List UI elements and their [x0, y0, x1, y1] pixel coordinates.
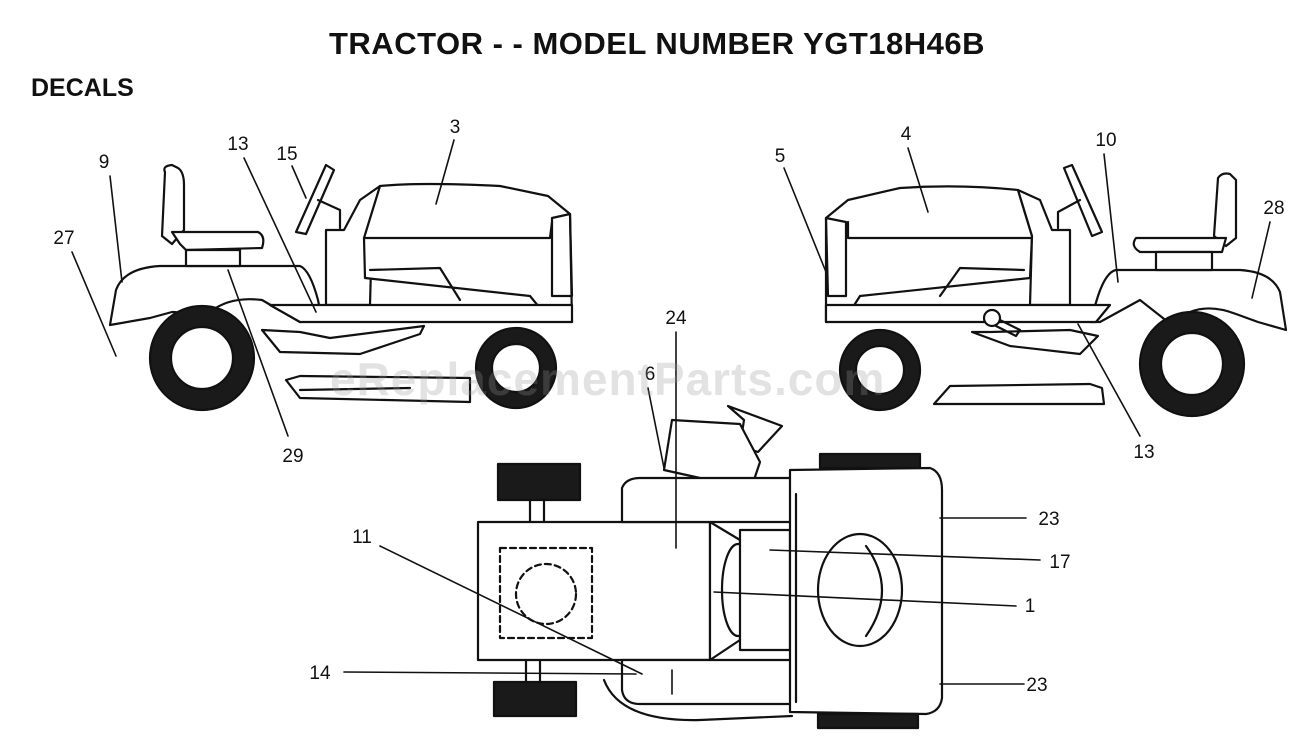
callout-10: 10 [1095, 130, 1116, 151]
right-steering-column [1056, 198, 1082, 230]
leader-6 [647, 387, 665, 469]
callout-27: 27 [53, 228, 74, 249]
top-rear-left-tire [496, 462, 582, 502]
top-front-left-tire [818, 452, 922, 470]
left-front-rim [490, 342, 542, 394]
right-grille [824, 216, 848, 298]
callout-13-left: 13 [227, 134, 248, 155]
top-rear-right-tire [492, 680, 578, 718]
left-seat-base [184, 248, 242, 268]
section-title: DECALS [31, 74, 134, 102]
top-front-right-tire [816, 712, 920, 730]
callout-23-lower: 23 [1026, 675, 1047, 696]
leader-13-left [243, 157, 317, 313]
left-steering-wheel [294, 163, 336, 236]
leader-13-right [1077, 323, 1141, 437]
callout-13-right: 13 [1133, 442, 1154, 463]
right-hood [824, 185, 1034, 324]
left-hood-stripe [368, 266, 462, 302]
right-seat-cushion [1132, 236, 1228, 254]
left-steering-column [316, 198, 342, 230]
top-hood-vent-inner [864, 544, 883, 638]
callout-4: 4 [901, 124, 912, 145]
callout-23-upper: 23 [1038, 509, 1059, 530]
left-deck-lip [298, 386, 412, 392]
right-steering-wheel [1062, 163, 1104, 238]
top-left-pod [620, 476, 794, 524]
callout-9: 9 [99, 152, 110, 173]
right-key [982, 308, 1002, 328]
leader-5 [783, 167, 827, 273]
leader-lines [71, 139, 1271, 695]
callout-14: 14 [309, 663, 331, 684]
callout-29: 29 [282, 446, 303, 467]
callout-1: 1 [1025, 596, 1036, 617]
leader-28 [1251, 221, 1271, 299]
left-seat-back [160, 163, 186, 246]
right-rear-fender [1088, 268, 1288, 332]
leader-15 [291, 165, 307, 199]
callout-6: 6 [645, 364, 656, 385]
right-rear-rim [1159, 331, 1225, 397]
right-dash [1016, 188, 1072, 307]
callout-5: 5 [775, 146, 786, 167]
left-seat-cushion [170, 230, 265, 252]
left-hood [362, 182, 574, 324]
right-key-shaft [994, 318, 1022, 338]
callout-28: 28 [1263, 198, 1284, 219]
leader-17 [769, 549, 1041, 561]
top-right-pod [620, 658, 794, 706]
callout-17: 17 [1049, 552, 1070, 573]
right-front-rim [854, 344, 906, 396]
left-frame [268, 303, 574, 324]
leader-29 [227, 269, 289, 437]
right-footrest [970, 328, 1100, 356]
right-hood-stripe [938, 266, 1026, 298]
callout-labels: 9 13 15 3 27 29 5 4 10 28 13 24 6 11 14 … [53, 117, 1284, 696]
right-tractor-view [824, 163, 1288, 418]
top-axle-lower [524, 658, 542, 684]
left-footrest [260, 324, 426, 356]
left-grille [550, 212, 574, 298]
top-tractor-view [476, 404, 944, 730]
page-title: TRACTOR - - MODEL NUMBER YGT18H46B [328, 26, 985, 61]
leader-4 [907, 147, 929, 213]
leader-1 [713, 591, 1017, 607]
leader-3 [435, 139, 455, 205]
leader-11 [379, 545, 643, 675]
right-frame [824, 303, 1112, 324]
top-hood-vent [816, 532, 904, 648]
leader-14 [343, 671, 637, 675]
right-mower-deck [932, 382, 1106, 406]
callout-24: 24 [665, 308, 687, 329]
top-mid-section [738, 528, 792, 652]
left-rear-rim [169, 325, 235, 391]
right-seat-back [1212, 172, 1238, 248]
top-fender-arc [602, 678, 794, 722]
top-fuel-cap-outline [514, 562, 578, 626]
left-tractor-view [108, 163, 574, 412]
leader-27 [71, 251, 117, 357]
top-axle-upper [528, 498, 546, 524]
leader-9 [109, 175, 123, 283]
right-hood-line [846, 220, 1034, 240]
callout-11: 11 [352, 527, 372, 548]
right-seat-base [1154, 250, 1214, 272]
top-battery-outline [498, 546, 594, 640]
callout-3: 3 [450, 117, 461, 138]
callout-15: 15 [276, 144, 297, 165]
leader-10 [1103, 153, 1119, 283]
